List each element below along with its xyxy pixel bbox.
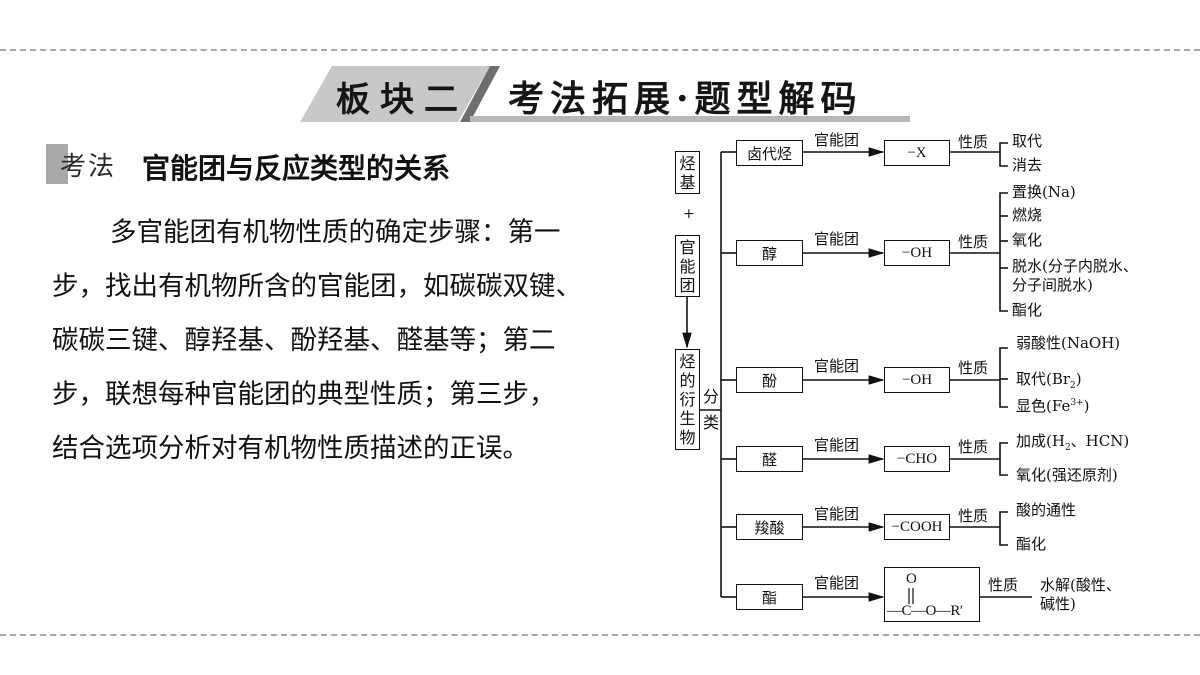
property-text: 加成(H [1016, 432, 1065, 450]
group-box-phenolic-hydroxyl: −OH [884, 367, 950, 393]
class-box-haloalkane: 卤代烃 [736, 140, 803, 166]
banner-title: 考法拓展·题型解码 [508, 78, 863, 120]
classify-label-2: 类 [703, 413, 720, 432]
property-item: 消去 [1012, 156, 1043, 174]
property-item: 酸的通性 [1016, 501, 1077, 519]
arrow-label: 官能团 [814, 436, 860, 454]
property-label: 性质 [958, 438, 989, 456]
arrow-label: 官能团 [814, 574, 860, 592]
group-label: −COOH [891, 518, 943, 535]
class-label: 酯 [761, 588, 777, 607]
group-box-ester: O —C—O—R′ [884, 567, 980, 622]
classify-label-1: 分 [703, 387, 720, 406]
property-label: 性质 [958, 507, 989, 525]
property-item: 燃烧 [1012, 206, 1043, 224]
banner-underline [470, 116, 910, 122]
property-label: 性质 [958, 359, 989, 377]
hydrocarbyl-box: 烃 基 [675, 151, 700, 194]
class-label: 羧酸 [754, 518, 785, 537]
property-item: 脱水(分子内脱水、 [1012, 257, 1138, 275]
property-item: 取代(Br2) [1016, 372, 1082, 391]
class-label: 卤代烃 [746, 144, 792, 163]
property-text: 、HCN) [1070, 432, 1130, 450]
functional-group-char: 团 [679, 276, 696, 295]
class-label: 醇 [761, 244, 777, 263]
derivative-char: 衍 [679, 390, 696, 409]
property-item: 加成(H2、HCN) [1016, 434, 1129, 453]
banner-section-label: 板块二 [336, 80, 468, 120]
functional-group-char: 能 [679, 257, 696, 276]
derivative-char: 物 [679, 428, 696, 447]
property-label: 性质 [988, 576, 1019, 594]
top-dashed-divider [0, 49, 1200, 51]
property-text: ) [1075, 370, 1082, 388]
ester-chain-label: —C—O—R′ [887, 603, 963, 619]
property-label: 性质 [958, 133, 989, 151]
class-label: 酚 [761, 371, 777, 390]
arrow-label: 官能团 [814, 357, 860, 375]
banner-left-shape [300, 66, 490, 122]
class-box-phenol: 酚 [736, 367, 803, 393]
property-text: 显色(Fe [1016, 397, 1071, 415]
paragraph-line: 碳碳三键、醇羟基、酚羟基、醛基等；第二 [52, 325, 556, 356]
ester-oxygen-label: O [906, 571, 917, 587]
group-label: −OH [901, 244, 933, 261]
property-text: ) [1083, 397, 1090, 415]
paragraph-line: 多官能团有机物性质的确定步骤：第一 [110, 217, 561, 248]
double-bond-icon [908, 588, 914, 604]
group-box-carboxyl: −COOH [884, 514, 950, 540]
property-item: 水解(酸性、 [1040, 576, 1121, 594]
functional-group-char: 官 [679, 238, 696, 257]
topic-heading: 官能团与反应类型的关系 [142, 152, 451, 185]
topic-tag: 考法 [60, 152, 117, 182]
class-box-ester: 酯 [736, 584, 803, 610]
group-label: −OH [901, 371, 933, 388]
derivative-box: 烃 的 衍 生 物 [675, 349, 700, 450]
functional-group-box: 官 能 团 [675, 235, 700, 297]
arrow-label: 官能团 [814, 505, 860, 523]
arrow-label: 官能团 [814, 230, 860, 248]
derivative-char: 的 [679, 371, 696, 390]
paragraph-line: 结合选项分析对有机物性质描述的正误。 [52, 433, 529, 464]
property-item: 氧化 [1012, 231, 1043, 249]
subscript: 2 [1064, 443, 1071, 453]
class-box-carboxylic-acid: 羧酸 [736, 514, 803, 540]
property-item: 置换(Na) [1012, 183, 1076, 201]
subscript: 2 [1070, 381, 1076, 391]
property-item: 显色(Fe3+) [1016, 399, 1089, 414]
paragraph-line: 步，找出有机物所含的官能团，如碳碳双键、 [52, 271, 582, 302]
derivative-char: 生 [679, 409, 696, 428]
group-box-aldehyde: −CHO [884, 446, 950, 472]
property-label: 性质 [958, 233, 989, 251]
topic-tag-marker [46, 144, 68, 184]
hydrocarbyl-char: 基 [679, 173, 696, 192]
group-label: −CHO [896, 450, 938, 467]
explanation-paragraph: 多官能团有机物性质的确定步骤：第一 步，找出有机物所含的官能团，如碳碳双键、 碳… [52, 206, 652, 476]
bottom-dashed-divider [0, 634, 1200, 636]
class-box-alcohol: 醇 [736, 240, 803, 266]
class-box-aldehyde: 醛 [736, 446, 803, 472]
property-item: 酯化 [1016, 535, 1047, 553]
hydrocarbyl-char: 烃 [679, 154, 696, 173]
arrow-label: 官能团 [814, 131, 860, 149]
group-box-hydroxyl: −OH [884, 240, 950, 266]
property-item: 分子间脱水) [1012, 276, 1093, 294]
property-item: 氧化(强还原剂) [1016, 466, 1118, 484]
class-label: 醛 [761, 450, 777, 469]
property-item: 取代 [1012, 132, 1043, 150]
property-item: 碱性) [1040, 595, 1076, 613]
group-label: −X [907, 144, 927, 161]
paragraph-line: 步，联想每种官能团的典型性质；第三步， [52, 379, 556, 410]
property-item: 酯化 [1012, 301, 1043, 319]
plus-sign: + [683, 206, 695, 222]
section-banner: 板块二 考法拓展·题型解码 [300, 62, 920, 124]
property-item: 弱酸性(NaOH) [1016, 334, 1121, 352]
property-text: 取代(Br [1016, 370, 1071, 388]
group-box-halogen: −X [884, 140, 950, 166]
derivative-char: 烃 [679, 352, 696, 371]
superscript: 3+ [1070, 398, 1084, 408]
